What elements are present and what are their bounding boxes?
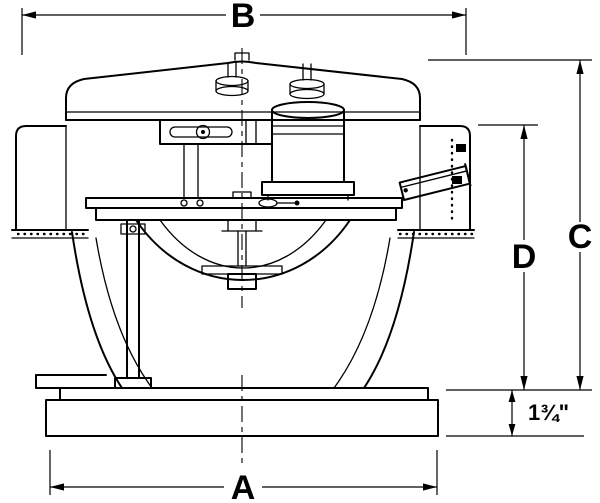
- base: [35, 374, 439, 437]
- base-plate: [45, 399, 439, 437]
- arrowhead-right: [452, 11, 466, 19]
- left-windband-panel: [11, 125, 89, 239]
- dimension-a: A: [49, 450, 438, 503]
- hood: [65, 52, 421, 121]
- hinge-block-lower: [452, 176, 462, 184]
- motor-base-flange: [261, 181, 355, 196]
- hood-outline: [65, 60, 421, 121]
- dimension-label-b: B: [231, 0, 256, 35]
- fan-drawing: [11, 48, 475, 464]
- dimension-d: D: [478, 124, 538, 390]
- dimension-label-d: D: [512, 238, 537, 276]
- pulleys: [215, 62, 325, 100]
- arrowhead-up: [576, 60, 584, 74]
- dimension-label-a: A: [231, 469, 256, 503]
- base-step: [59, 387, 429, 401]
- motor-mount-bracket: [159, 119, 273, 199]
- motor: [261, 101, 355, 201]
- lower-shroud: [71, 231, 415, 389]
- right-windband-panel: [397, 125, 475, 239]
- dimension-label-c: C: [568, 218, 593, 256]
- arrowhead-right: [423, 483, 437, 491]
- arrowhead-down: [576, 376, 584, 390]
- dimension-label-base-flange: 1¾": [528, 400, 569, 425]
- dimension-b: B: [21, 0, 467, 55]
- support-leg: [114, 219, 152, 389]
- dimension-base-flange: 1¾": [446, 390, 584, 437]
- dimension-c: C: [428, 59, 593, 391]
- arrowhead-left: [50, 483, 64, 491]
- hood-top-cap: [234, 52, 250, 61]
- hinge-block-upper: [456, 144, 466, 152]
- dimension-annotations: B C D 1¾": [21, 0, 593, 503]
- damper-flap: [398, 163, 472, 201]
- deck-plate: [85, 191, 403, 232]
- arrowhead-up: [508, 390, 516, 402]
- arrowhead-up: [520, 125, 528, 139]
- arrowhead-down: [508, 424, 516, 436]
- inlet-funnel: [135, 219, 351, 281]
- arrowhead-down: [520, 376, 528, 390]
- arrowhead-left: [22, 11, 36, 19]
